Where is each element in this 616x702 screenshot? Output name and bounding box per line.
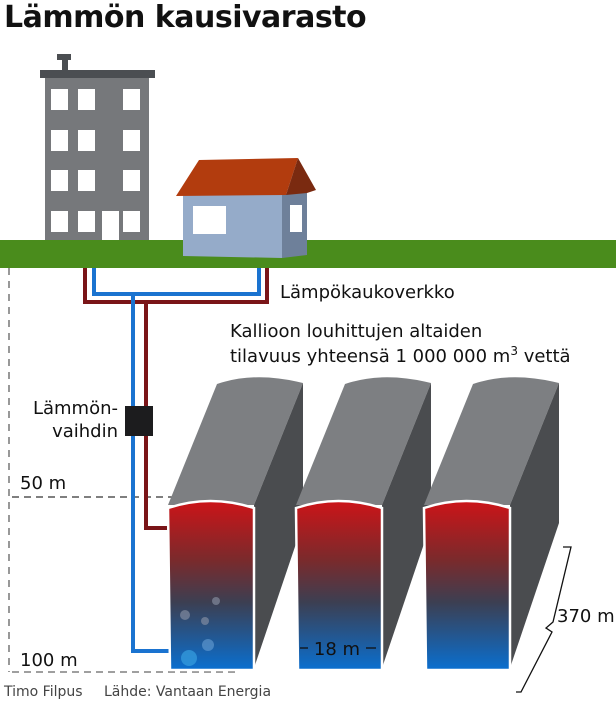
width-label: 18 m	[314, 639, 360, 660]
storage-cavern-1	[166, 377, 303, 672]
building-roof	[40, 70, 155, 78]
heat-exchanger	[125, 406, 153, 436]
source-credit: Lähde: Vantaan Energia	[104, 684, 271, 700]
ground	[0, 240, 616, 268]
author-credit: Timo Filpus	[3, 684, 83, 700]
bubble	[212, 597, 220, 605]
house-roof	[176, 158, 298, 196]
depth-100m-label: 100 m	[20, 650, 78, 671]
chimney-cap	[57, 54, 71, 60]
diagram-title: Lämmön kausivarasto	[4, 0, 367, 35]
bubble	[181, 650, 197, 666]
house-window	[193, 206, 226, 234]
exchanger-label-line2: vaihdin	[52, 421, 118, 442]
house-side-window	[290, 205, 302, 232]
apartment-building	[40, 54, 155, 246]
chimney	[62, 58, 68, 70]
bubble	[180, 610, 190, 620]
bubble	[202, 639, 214, 651]
storage-cavern-2	[294, 377, 431, 672]
hot-pipe	[83, 268, 269, 530]
depth-50m-label: 50 m	[20, 473, 66, 494]
volume-label-line1: Kallioon louhittujen altaiden	[230, 321, 482, 342]
length-label: 370 m	[557, 606, 615, 627]
house	[176, 158, 316, 258]
volume-label-line2: tilavuus yhteensä 1 000 000 m3 vettä	[230, 344, 571, 367]
length-brace	[516, 546, 572, 693]
building-door	[102, 211, 119, 246]
network-label: Lämpökaukoverkko	[280, 282, 455, 303]
exchanger-label-line1: Lämmön-	[33, 398, 118, 419]
storage-cavern-3	[422, 377, 559, 672]
bubble	[201, 617, 209, 625]
building-windows	[51, 89, 140, 232]
